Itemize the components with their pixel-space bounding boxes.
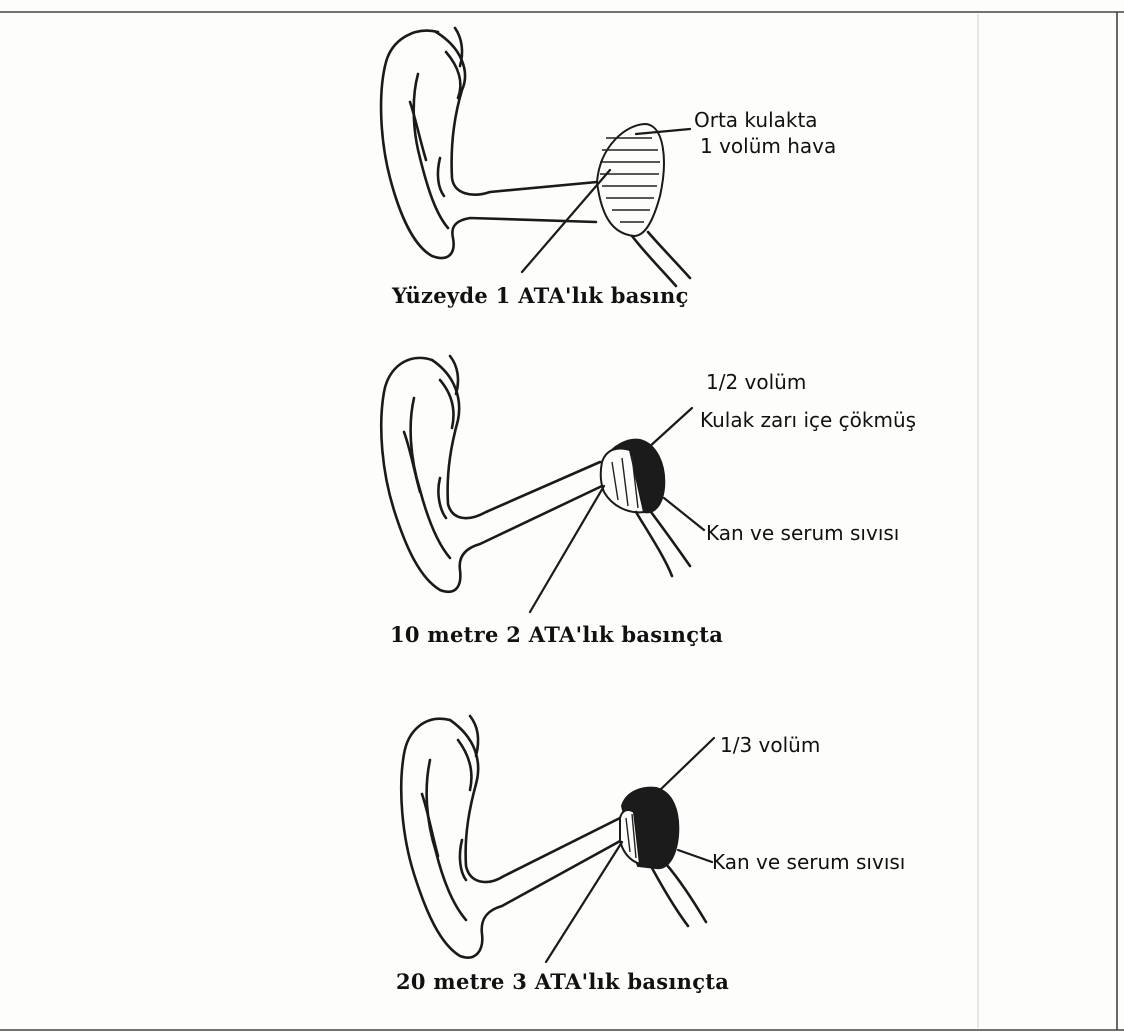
leader-10m-pressure <box>530 486 604 612</box>
panel-20m: 1/3 volüm Kan ve serum sıvısı 20 metre 3… <box>396 716 905 994</box>
caption-10m: 10 metre 2 ATA'lık basınçta <box>390 622 723 647</box>
leader-blood-serum-1 <box>664 498 704 530</box>
leader-eardrum <box>648 408 692 448</box>
leader-third-volume <box>660 738 714 790</box>
caption-20m: 20 metre 3 ATA'lık basınçta <box>396 969 729 994</box>
label-eardrum-collapsed: Kulak zarı içe çökmüş <box>700 408 916 432</box>
label-half-volume: 1/2 volüm <box>706 370 806 394</box>
ear-illustration-1 <box>381 28 690 286</box>
label-third-volume: 1/3 volüm <box>720 733 820 757</box>
label-air-volume: 1 volüm hava <box>700 134 836 158</box>
page-frame <box>0 12 1124 1030</box>
panel-surface: Orta kulakta 1 volüm hava Yüzeyde 1 ATA'… <box>381 28 836 308</box>
caption-surface: Yüzeyde 1 ATA'lık basınç <box>391 283 689 308</box>
leader-blood-serum-2 <box>678 850 712 862</box>
label-blood-serum-1: Kan ve serum sıvısı <box>706 521 899 545</box>
label-blood-serum-2: Kan ve serum sıvısı <box>712 850 905 874</box>
label-middle-ear: Orta kulakta <box>694 108 818 132</box>
ear-illustration-2 <box>381 356 690 592</box>
ear-illustration-3 <box>401 716 706 958</box>
panel-10m: 1/2 volüm Kulak zarı içe çökmüş Kan ve s… <box>381 356 916 647</box>
